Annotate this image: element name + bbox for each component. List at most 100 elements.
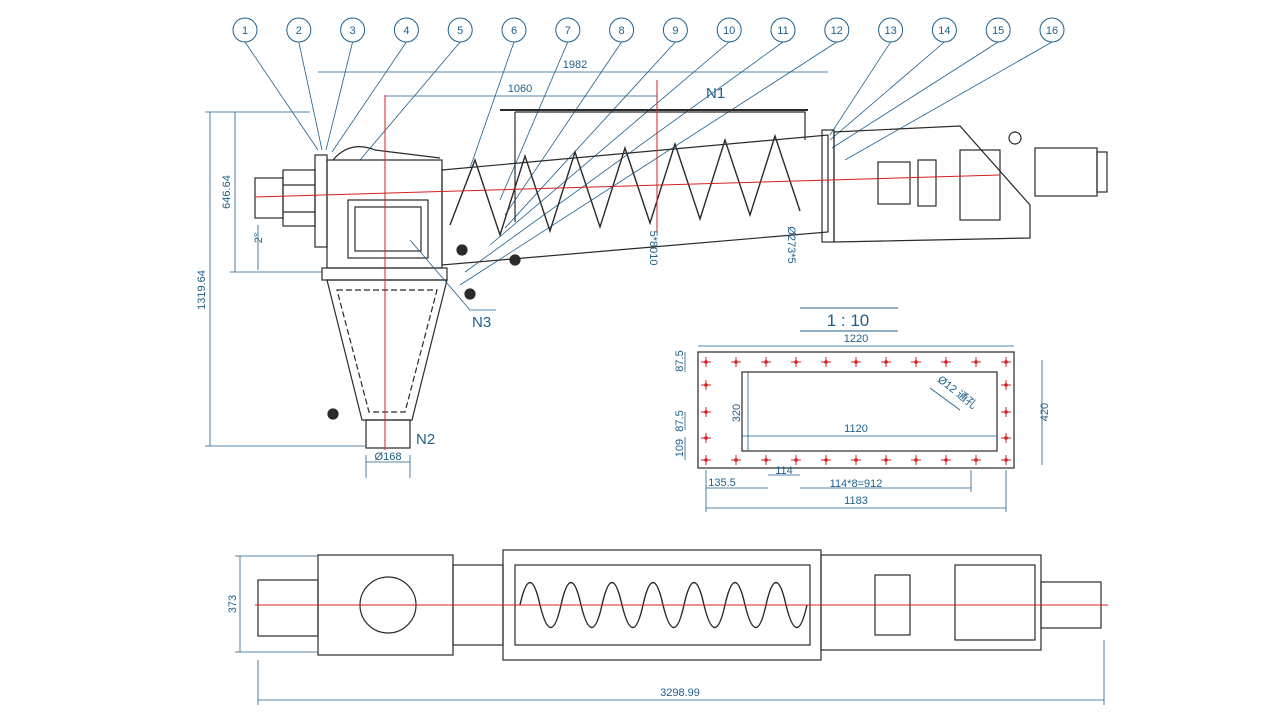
dim-flange-length: 1220: [844, 333, 868, 345]
top-cover: [515, 111, 806, 140]
callout-number: 1: [242, 25, 248, 37]
bolt-hole: [761, 455, 771, 465]
nozzle-n1-label: N1: [706, 85, 725, 102]
callout-circle: [931, 17, 957, 43]
left-flange: [314, 154, 328, 248]
callout-leader: [469, 41, 515, 169]
bolt-hole: [1001, 455, 1011, 465]
callout-number: 7: [565, 25, 571, 37]
callout-number: 11: [777, 25, 788, 37]
plan-gearbox: [954, 564, 1036, 641]
callout-number: 10: [723, 25, 735, 37]
callout-circle: [1039, 17, 1065, 43]
callout-circle: [447, 17, 473, 43]
callout-leader: [844, 41, 1053, 161]
callout-number: 12: [831, 25, 843, 37]
gearbox: [959, 149, 1001, 221]
flange-opening: [741, 371, 998, 452]
callout-number: 15: [992, 25, 1004, 37]
flange-outer: [697, 351, 1015, 469]
bolt-hole: [941, 455, 951, 465]
coupling: [877, 161, 911, 205]
callout-circle: [985, 17, 1011, 43]
callout-circle: [662, 17, 688, 43]
bolt-hole: [971, 357, 981, 367]
dim-overall-length: 1982: [563, 59, 587, 71]
callout-leader: [829, 41, 945, 141]
callout-number: 9: [672, 25, 678, 37]
callout-number: 16: [1046, 25, 1058, 37]
flange-dimension-lines: [684, 345, 1043, 512]
bolt-hole: [701, 455, 711, 465]
flange-detail-view: [697, 351, 1015, 469]
bolt-hole: [791, 455, 801, 465]
nozzle-n3-label: N3: [472, 314, 491, 331]
hole-callout: Ø12 通孔: [935, 373, 979, 411]
callout-number: 4: [403, 25, 409, 37]
dim-inlet-position: 1060: [508, 83, 532, 95]
callout-leader: [499, 41, 569, 201]
dim-edge-bottom: 109: [674, 439, 686, 457]
bolt-hole: [821, 357, 831, 367]
dim-tube-length: 5*8010: [647, 231, 659, 266]
bolt-hole: [911, 357, 921, 367]
lifting-eye: [1008, 131, 1022, 145]
dim-flange-height: 420: [1039, 403, 1051, 421]
screw-flights: [449, 133, 801, 238]
callout-circle: [232, 17, 258, 43]
callout-number: 6: [511, 25, 517, 37]
callout-leader: [831, 41, 999, 149]
dim-edge-mid: 87.5: [674, 410, 686, 431]
side-dimension-lines: [205, 71, 828, 478]
callout-number: 2: [296, 25, 302, 37]
bolt-hole: [731, 357, 741, 367]
bolt-hole: [731, 455, 741, 465]
bolt-hole: [911, 455, 921, 465]
callout-circle: [555, 17, 581, 43]
callout-circle: [824, 17, 850, 43]
bolt-holes: [701, 357, 1011, 465]
dim-pitch-total: 114*8=912: [830, 478, 883, 490]
plan-drive-housing: [820, 554, 1042, 651]
dim-flange-inner: 1120: [844, 423, 868, 435]
bolt-hole: [941, 357, 951, 367]
dim-hole-pitch: 114: [775, 465, 793, 477]
right-motor: [1034, 147, 1098, 197]
callout-circle: [501, 17, 527, 43]
valve-handle: [327, 408, 339, 420]
callout-circle: [716, 17, 742, 43]
bolt-hole: [881, 455, 891, 465]
callout-circle: [609, 17, 635, 43]
plan-dimension-lines: [235, 555, 1105, 705]
callout-leader: [331, 41, 407, 153]
callout-leader: [829, 41, 891, 136]
callout-number: 14: [938, 25, 950, 37]
callout-leader: [298, 41, 323, 151]
callout-number: 3: [350, 25, 356, 37]
bolt-hole: [701, 433, 711, 443]
bolt-hole: [1001, 433, 1011, 443]
callout-number: 13: [884, 25, 896, 37]
bolt-hole: [971, 455, 981, 465]
inspection-window: [347, 199, 429, 259]
detail-scale: 1 : 10: [827, 311, 870, 330]
callout-leader: [459, 41, 838, 286]
callout-circle: [340, 17, 366, 43]
left-motor-end: [254, 177, 284, 219]
bolt-hole: [1001, 380, 1011, 390]
bolt-hole: [851, 455, 861, 465]
dim-upper-height: 646.64: [221, 175, 233, 209]
callout-leader: [489, 41, 730, 246]
bolt-hole: [791, 357, 801, 367]
callout-leader: [325, 41, 353, 151]
bolt-hole: [821, 455, 831, 465]
nozzle-n2-label: N2: [416, 431, 435, 448]
plan-left-motor: [257, 579, 319, 637]
callout-circle: [770, 17, 796, 43]
center-lines: [254, 80, 1001, 450]
bolt-hole: [881, 357, 891, 367]
callout-circle: [286, 17, 312, 43]
